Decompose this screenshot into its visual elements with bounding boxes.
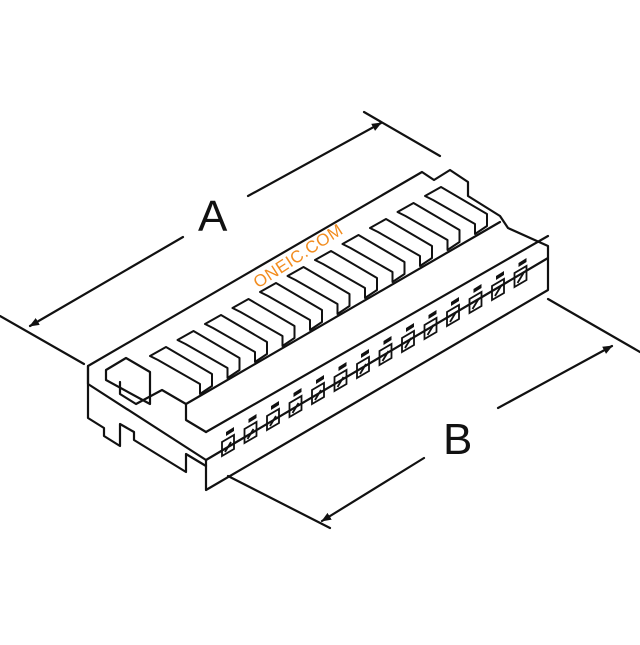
connector-front-ridge [184, 220, 550, 434]
dimension-b-line-left [320, 456, 426, 523]
contact-window [401, 329, 415, 354]
upper-slot [361, 349, 369, 358]
contact-pin-mark [381, 350, 390, 362]
contact-window [266, 407, 280, 432]
contact-pin-mark [404, 337, 412, 349]
upper-slot [518, 258, 527, 267]
contact-window [333, 368, 348, 393]
contact-pin-mark [426, 324, 435, 336]
upper-slot [338, 362, 347, 371]
latch-arm [314, 250, 378, 299]
contact-pin-mark [314, 389, 322, 401]
latch-arm [259, 282, 323, 331]
latch-arm [231, 298, 296, 347]
contact-window [423, 316, 438, 341]
contact-window [311, 381, 325, 406]
latch-arm [341, 234, 406, 283]
contact-window [221, 433, 235, 458]
connector-front-face [204, 256, 550, 492]
upper-slot [406, 323, 414, 332]
contact-window [378, 342, 393, 367]
contact-pin-mark [516, 272, 525, 284]
latch-arm [396, 202, 461, 251]
dimension-a-line-left [28, 235, 185, 328]
upper-slot [496, 271, 504, 280]
connector-left-step [118, 380, 208, 434]
upper-slot [293, 388, 302, 397]
latch-arm [176, 330, 241, 379]
contact-window [513, 264, 528, 289]
upper-slot [271, 401, 279, 410]
upper-slot [226, 427, 234, 436]
connector-left-end [86, 364, 208, 474]
contact-window [243, 420, 258, 445]
connector-left-notch [104, 356, 152, 406]
contact-pin-mark [224, 441, 232, 453]
contact-pin-mark [336, 376, 345, 388]
dimension-b-extension-right [546, 297, 640, 354]
dimension-a-extension-left [0, 314, 86, 366]
dimension-a-label: A [198, 192, 228, 241]
upper-slot [451, 297, 459, 306]
contact-pin-mark [269, 415, 277, 427]
upper-slot [428, 310, 437, 319]
contact-window [468, 290, 483, 315]
contact-pin-mark [449, 311, 457, 323]
latch-arm [369, 218, 433, 267]
dimension-a-line-right [246, 121, 383, 198]
contact-window [288, 394, 303, 419]
contact-pin-mark [494, 285, 502, 297]
dimension-b-label: B [443, 415, 473, 464]
latch-arm [424, 186, 488, 235]
contact-window [446, 303, 460, 328]
contact-pin-mark [471, 298, 480, 310]
dimension-a-extension-right [362, 110, 442, 158]
upper-slot [473, 284, 482, 293]
upper-slot [383, 336, 392, 345]
contact-window [356, 355, 370, 380]
dimension-b-line-right [496, 344, 614, 410]
latch-arm [149, 346, 213, 395]
upper-slot [316, 375, 324, 384]
contact-pin-mark [291, 402, 300, 414]
latch-arm [204, 314, 268, 363]
contact-pin-mark [246, 428, 255, 440]
contact-window [491, 277, 505, 302]
upper-slot [248, 414, 257, 423]
dimension-b-extension-left [226, 474, 332, 530]
connector-top-surface [86, 168, 550, 462]
contact-pin-mark [359, 363, 367, 375]
latch-arm [286, 266, 351, 315]
